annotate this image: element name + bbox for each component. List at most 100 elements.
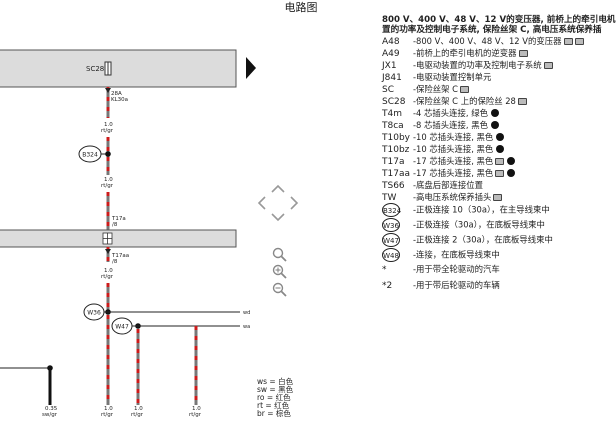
pan-left-icon[interactable]: [257, 196, 266, 210]
legend-code: SC: [382, 85, 394, 95]
camera-icon[interactable]: [574, 38, 584, 45]
legend-row-2[interactable]: *2 -用于带后轮驱动的车辆: [382, 279, 500, 292]
legend-row-t10bz[interactable]: T10bz-10 芯插头连接, 黑色: [382, 143, 505, 156]
speaker-icon[interactable]: [507, 157, 516, 165]
legend-row-w47[interactable]: W47-正极连接 2（30a），在底板导线束中: [382, 233, 553, 247]
legend-description: -10 芯插头连接, 黑色: [413, 144, 494, 154]
label-terminal-28a: 28A: [111, 91, 122, 97]
legend-description: -高电压系统保养插头: [413, 192, 492, 202]
label-terminal-kl30a: KL30a: [111, 97, 128, 103]
legend-row-t8ca[interactable]: T8ca-8 芯插头连接, 黑色: [382, 119, 499, 132]
legend-description: -前桥上的牵引电机的逆变器: [413, 48, 517, 58]
legend-description: -电驱动装置的功率及控制电子系统: [413, 60, 542, 70]
speaker-icon[interactable]: [496, 133, 505, 141]
legend-row-tw[interactable]: TW -高电压系统保养插头: [382, 191, 503, 204]
pan-up-icon[interactable]: [271, 184, 285, 193]
right-arrow-icon[interactable]: [246, 57, 256, 79]
connector-w36[interactable]: [83, 303, 105, 321]
legend-code: TW: [382, 193, 397, 203]
camera-icon[interactable]: [518, 50, 528, 57]
legend-row-ts66[interactable]: TS66-底盘后部连接位置: [382, 179, 483, 192]
component-legend: 800 V、400 V、48 V、12 V的变压器, 前桥上的牵引电机 置的功率…: [382, 15, 616, 295]
color-key-sw: sw = 黑色: [257, 385, 294, 394]
pan-controls[interactable]: [257, 184, 299, 222]
camera-icon[interactable]: [495, 158, 505, 165]
svg-text:B324: B324: [82, 152, 98, 159]
edge-label-wd: wd: [243, 310, 250, 316]
legend-code-badge: W36: [382, 218, 400, 232]
legend-row-w48[interactable]: W48-连接，在底板导线束中: [382, 248, 500, 262]
legend-code: *2: [382, 281, 393, 291]
camera-icon[interactable]: [495, 170, 505, 177]
legend-row-[interactable]: *-用于带全轮驱动的汽车: [382, 263, 500, 276]
pan-down-icon[interactable]: [271, 213, 285, 222]
legend-row-b324[interactable]: B324-正极连接 10（30a），在主导线束中: [382, 203, 550, 217]
wire-color-bottom-4: rt/gr: [189, 412, 202, 418]
speaker-icon[interactable]: [490, 109, 499, 117]
legend-description: -8 芯插头连接, 黑色: [413, 120, 488, 130]
legend-code: T4m: [382, 109, 402, 119]
pan-right-icon[interactable]: [290, 196, 299, 210]
legend-code: T17a: [382, 157, 405, 167]
legend-row-j841[interactable]: J841 -电驱动装置控制单元: [382, 71, 491, 84]
legend-row-jx1[interactable]: JX1 -电驱动装置的功率及控制电子系统: [382, 59, 553, 72]
label-sc28: SC28: [86, 65, 104, 73]
connector-w47[interactable]: [111, 317, 133, 335]
color-key-rt: rt = 红色: [257, 401, 290, 410]
legend-description: -电驱动装置控制单元: [413, 72, 492, 82]
speaker-icon[interactable]: [496, 145, 505, 153]
camera-icon[interactable]: [563, 38, 573, 45]
camera-icon[interactable]: [543, 62, 553, 69]
legend-row-sc[interactable]: SC -保险丝架 C: [382, 83, 470, 96]
legend-row-t10by[interactable]: T10by-10 芯插头连接, 黑色: [382, 131, 505, 144]
legend-row-t17aa[interactable]: T17aa-17 芯插头连接, 黑色: [382, 167, 516, 180]
wire-color-bottom-1: sw/gr: [42, 412, 58, 418]
wire-color-key: ws = 白色 sw = 黑色 ro = 红色 rt = 红色 br = 棕色: [257, 378, 293, 418]
zoom-reset-icon[interactable]: [272, 247, 287, 262]
legend-row-a49[interactable]: A49-前桥上的牵引电机的逆变器: [382, 47, 528, 60]
wire-color-mid: rt/gr: [101, 183, 114, 189]
zoom-in-icon[interactable]: [272, 264, 287, 279]
wire-size-lower: 1.0: [104, 268, 113, 274]
zoom-out-icon[interactable]: [272, 282, 287, 297]
legend-code: JX1: [382, 61, 397, 71]
legend-code: A48: [382, 37, 400, 47]
legend-description: -800 V、400 V、48 V、12 V的变压器: [413, 36, 562, 46]
camera-icon[interactable]: [517, 98, 527, 105]
legend-description: -10 芯插头连接, 黑色: [413, 132, 494, 142]
legend-row-a48[interactable]: A48 -800 V、400 V、48 V、12 V的变压器: [382, 35, 584, 48]
legend-row-w36[interactable]: W36-正极连接（30a），在底板导线束中: [382, 218, 545, 232]
camera-icon[interactable]: [460, 86, 470, 93]
legend-description: -4 芯插头连接, 绿色: [413, 108, 488, 118]
legend-code: SC28: [382, 97, 406, 107]
connector-b324[interactable]: [78, 145, 102, 163]
legend-description: -17 芯插头连接, 黑色: [413, 156, 494, 166]
svg-text:/8: /8: [112, 222, 118, 228]
camera-icon[interactable]: [493, 194, 503, 201]
legend-description: -正极连接 10（30a），在主导线束中: [413, 204, 550, 215]
legend-description: -17 芯插头连接, 黑色: [413, 168, 494, 178]
circuit-diagram[interactable]: SC28 28A KL30a 1.0 rt/gr B324 1.0 rt/gr …: [0, 0, 382, 423]
legend-code: T10by: [382, 133, 410, 143]
legend-code: J841: [382, 73, 402, 83]
svg-text:W36: W36: [87, 310, 101, 317]
legend-description: -用于带后轮驱动的车辆: [413, 280, 500, 290]
wire-size-bottom-3: 1.0: [134, 406, 143, 412]
connector-band-t17: [0, 229, 237, 248]
wire-color-bottom-2: rt/gr: [101, 412, 114, 418]
edge-label-wa: wa: [243, 324, 250, 330]
legend-code-badge: W47: [382, 233, 400, 247]
wire-color-bottom-3: rt/gr: [131, 412, 144, 418]
legend-header-line-1: 800 V、400 V、48 V、12 V的变压器, 前桥上的牵引电机: [382, 15, 616, 25]
speaker-icon[interactable]: [490, 121, 499, 129]
legend-row-t4m[interactable]: T4m -4 芯插头连接, 绿色: [382, 107, 499, 120]
label-t17a: T17a: [111, 216, 126, 222]
color-key-ws: ws = 白色: [257, 377, 294, 386]
legend-row-t17a[interactable]: T17a -17 芯插头连接, 黑色: [382, 155, 516, 168]
wire-color-lower: rt/gr: [101, 274, 114, 280]
legend-description: -保险丝架 C: [413, 84, 459, 94]
label-t17aa: T17aa: [111, 253, 129, 259]
speaker-icon[interactable]: [507, 169, 516, 177]
color-key-br: br = 棕色: [257, 409, 291, 418]
legend-row-sc28[interactable]: SC28-保险丝架 C 上的保险丝 28: [382, 95, 527, 108]
